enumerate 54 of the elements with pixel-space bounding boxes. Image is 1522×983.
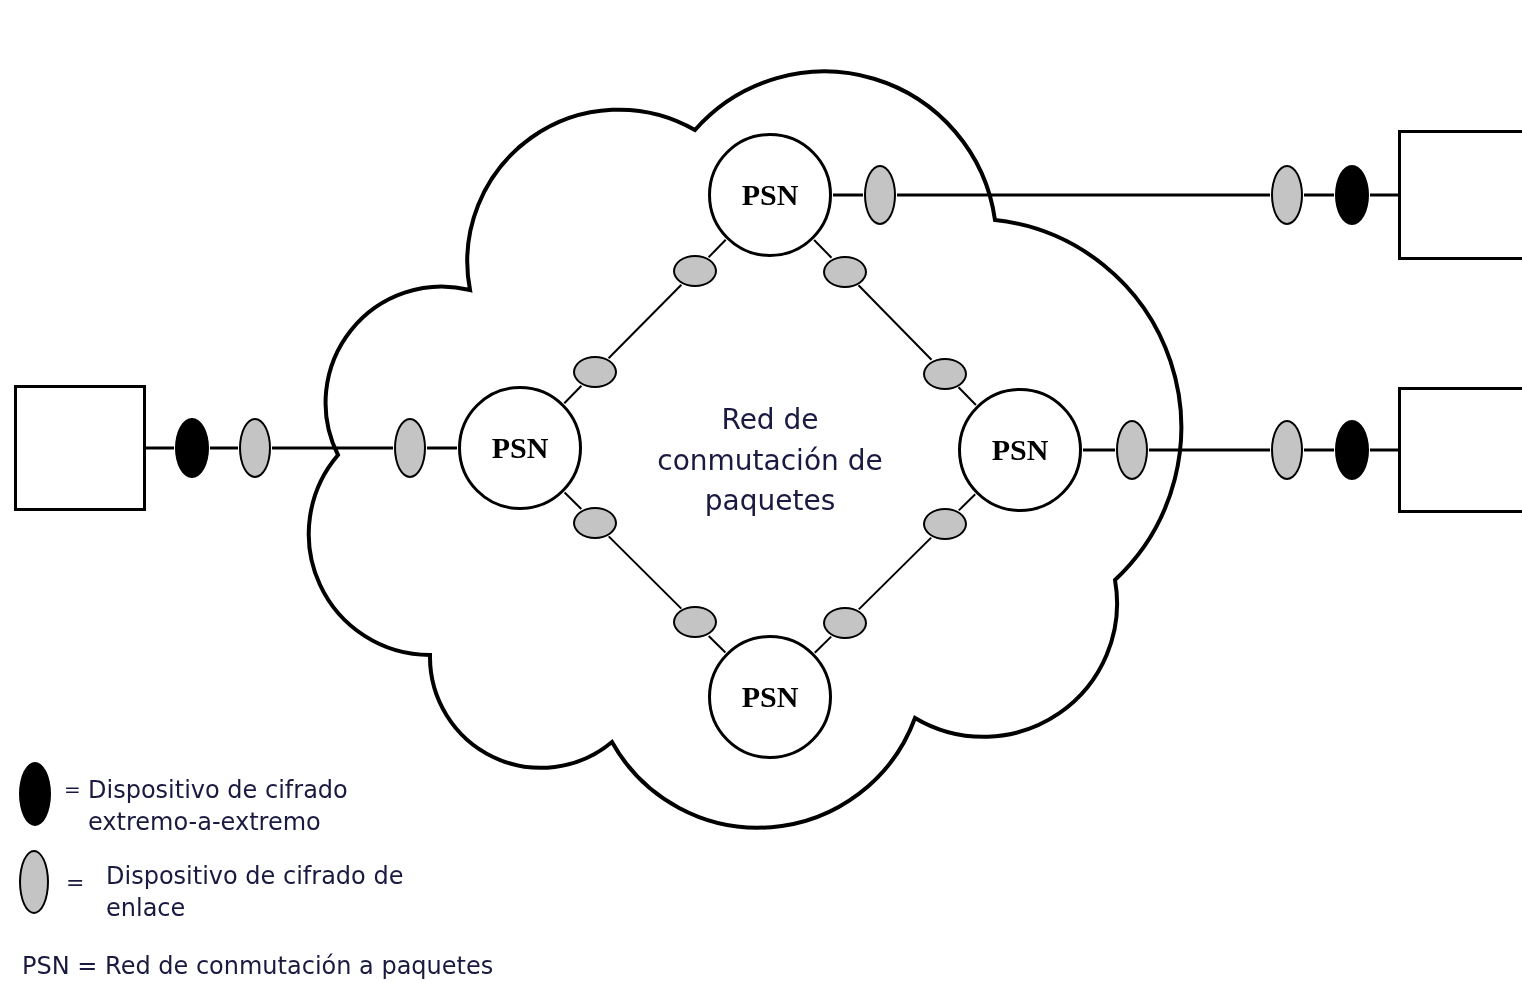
- link-encryption-device: [239, 418, 271, 478]
- host-box: [1398, 130, 1522, 260]
- link-encryption-device: [864, 165, 896, 225]
- link-encryption-device: [823, 255, 867, 288]
- switching-node-circle: PSN: [708, 133, 832, 257]
- link-encryption-device: [573, 356, 617, 388]
- link-line: [607, 283, 683, 360]
- link-encryption-device: [923, 357, 967, 390]
- link-line: [210, 446, 238, 450]
- link-encryption-device: [823, 607, 867, 639]
- network-label: Red de conmutación de paquetes: [656, 402, 884, 520]
- abbreviation-note: PSN = Red de conmutación a paquetes: [22, 951, 494, 982]
- link-encryption-device: [673, 255, 717, 287]
- switching-node-circle: PSN: [458, 386, 582, 510]
- end-to-end-encryption-device: [1335, 165, 1369, 225]
- link-line: [857, 536, 933, 611]
- link-line: [607, 535, 683, 610]
- link-line: [1370, 448, 1398, 452]
- link-encryption-device: [1271, 165, 1303, 225]
- end-to-end-encryption-device: [175, 418, 209, 478]
- link-encryption-device: [673, 606, 717, 639]
- link-line: [957, 493, 977, 512]
- link-line: [957, 386, 977, 406]
- switching-node-circle: PSN: [708, 635, 832, 759]
- link-line: [1149, 448, 1270, 452]
- link-line: [1083, 448, 1115, 452]
- link-line: [813, 239, 833, 259]
- link-encryption-device: [1271, 420, 1303, 480]
- end-to-end-encryption-device: [1335, 420, 1369, 480]
- legend-text: Dispositivo de cifrado extremo-a-extremo: [88, 775, 349, 839]
- link-line: [563, 384, 583, 405]
- link-encryption-device: [923, 508, 967, 540]
- link-line: [813, 635, 833, 654]
- link-line: [427, 446, 457, 450]
- link-line: [1370, 193, 1398, 197]
- host-box: [1398, 387, 1522, 513]
- link-line: [1304, 193, 1334, 197]
- link-encryption-device: [573, 506, 617, 539]
- link-line: [272, 446, 393, 450]
- link-encryption-device: [1116, 420, 1148, 480]
- link-line: [857, 284, 933, 361]
- link-line: [833, 193, 863, 197]
- switching-node-circle: PSN: [958, 388, 1082, 512]
- legend-text: Dispositivo de cifrado de enlace: [106, 861, 405, 925]
- link-line: [1304, 448, 1334, 452]
- equals-sign: =: [64, 776, 81, 803]
- link-line: [563, 491, 583, 510]
- link-line: [897, 193, 1270, 197]
- link-line: [707, 635, 727, 654]
- link-line: [707, 238, 727, 259]
- equals-sign: =: [66, 869, 85, 897]
- link-line: [146, 446, 174, 450]
- host-box: [14, 385, 146, 511]
- link-encryption-device: [394, 418, 426, 478]
